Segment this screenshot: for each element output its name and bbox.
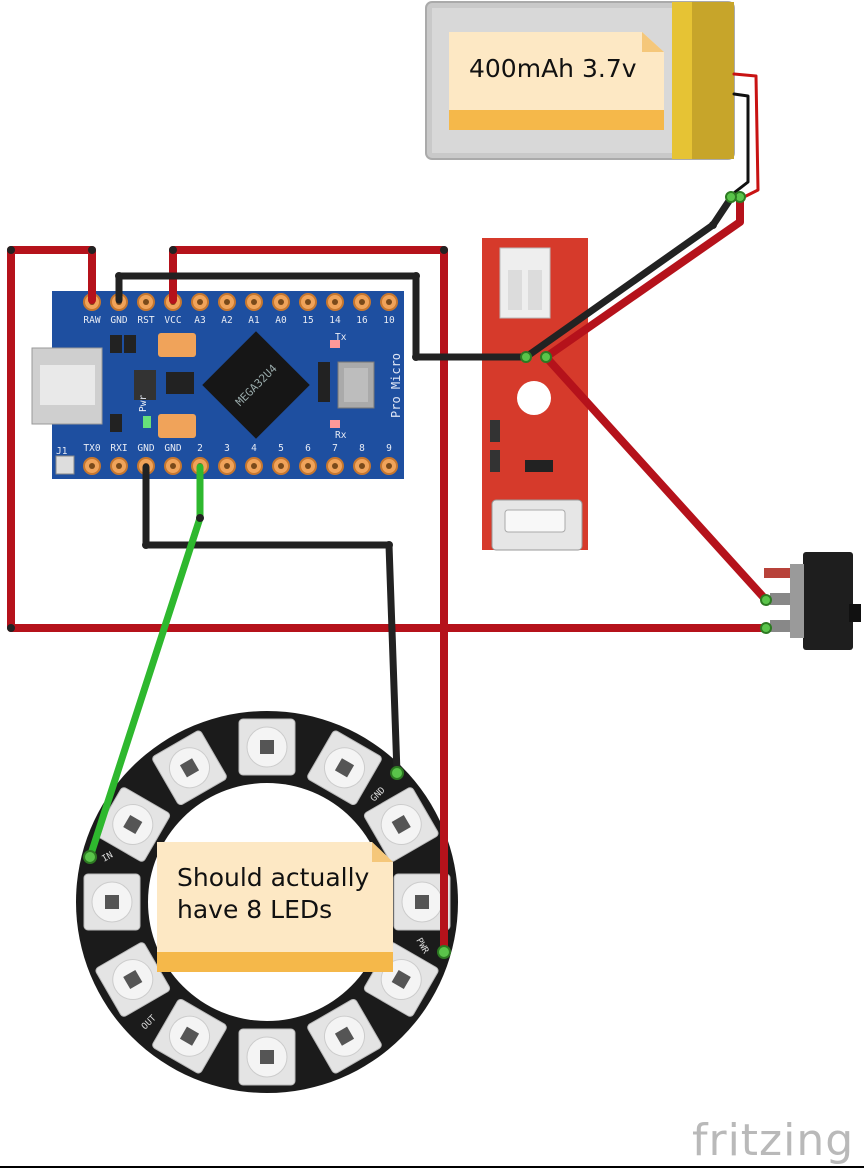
pin-hole — [224, 463, 230, 469]
pin-label: 2 — [197, 443, 203, 454]
pin-label: GND — [137, 443, 154, 454]
svg-text:Tx: Tx — [335, 332, 347, 343]
pin-label: A3 — [194, 315, 205, 326]
ring-leds — [83, 718, 451, 1086]
ring-led — [95, 787, 171, 862]
pin-label: GND — [164, 443, 181, 454]
pin-hole — [332, 463, 338, 469]
pro-micro-board[interactable]: MEGA32U4 Tx Rx Pwr J1 Pro Micro RAW GND RS… — [31, 291, 404, 479]
pin-label: A0 — [275, 315, 287, 326]
ring-led — [307, 730, 382, 806]
pin-label: VCC — [164, 315, 181, 326]
pin-label: A2 — [221, 315, 232, 326]
led-die — [391, 814, 411, 835]
pin-label: 9 — [386, 443, 392, 454]
pin-label: 4 — [251, 443, 257, 454]
pin-label: TX0 — [83, 443, 100, 454]
svg-text:Rx: Rx — [335, 430, 347, 441]
ring-led — [238, 718, 296, 776]
led-die — [334, 758, 355, 778]
pin-label: 10 — [383, 315, 395, 326]
pin-hole — [251, 463, 257, 469]
ring-led — [393, 873, 451, 931]
mcu-chip: MEGA32U4 — [202, 331, 310, 439]
pin-hole — [359, 299, 365, 305]
pin-hole — [224, 299, 230, 305]
ring-led — [307, 998, 382, 1074]
bottom-header: TX0 RXI GND GND 2 3 4 5 6 7 8 9 — [83, 443, 398, 475]
wire-red-battery[interactable] — [542, 196, 770, 604]
led-die — [415, 895, 429, 909]
pin-hole — [116, 463, 122, 469]
battery-note: 400mAh 3.7v — [449, 32, 664, 130]
ring-led — [83, 873, 141, 931]
pin-hole — [89, 463, 95, 469]
slide-switch[interactable] — [764, 552, 861, 650]
svg-text:Pwr: Pwr — [138, 395, 149, 412]
pin-hole — [332, 299, 338, 305]
pin-label: RXI — [110, 443, 127, 454]
ring-led — [152, 730, 227, 806]
pin-label: A1 — [248, 315, 260, 326]
pin-label: RST — [137, 315, 154, 326]
pin-hole — [386, 463, 392, 469]
ring-led — [152, 998, 227, 1074]
bottom-border — [0, 1166, 864, 1168]
led-die — [179, 1026, 200, 1046]
led-die — [260, 1050, 274, 1064]
battery-lead-black — [728, 92, 750, 198]
pin-hole — [197, 299, 203, 305]
pin-hole — [251, 299, 257, 305]
pin-hole — [359, 463, 365, 469]
led-die — [179, 758, 200, 778]
pin-hole — [278, 463, 284, 469]
led-die — [123, 969, 143, 990]
pin-hole — [170, 463, 176, 469]
ring-led — [238, 1028, 296, 1086]
pin-label: 15 — [302, 315, 313, 326]
pin-label: 8 — [359, 443, 365, 454]
battery-lead-red — [732, 72, 760, 200]
led-die — [334, 1026, 355, 1046]
wire-black-ring-gnd[interactable] — [142, 463, 401, 777]
pin-label: 5 — [278, 443, 284, 454]
led-die — [260, 740, 274, 754]
wires — [7, 72, 772, 959]
pin-label: 7 — [332, 443, 338, 454]
pin-label: GND — [110, 315, 127, 326]
led-die — [105, 895, 119, 909]
fritzing-logo: fritzing — [692, 1115, 854, 1166]
pin-hole — [278, 299, 284, 305]
pin-label: 6 — [305, 443, 311, 454]
ring-led — [363, 787, 439, 862]
pin-label: 3 — [224, 443, 230, 454]
pin-hole — [305, 463, 311, 469]
led-die — [391, 969, 411, 990]
pin-hole — [143, 299, 149, 305]
pin-label: RAW — [83, 315, 100, 326]
battery-label: 400mAh 3.7v — [469, 54, 637, 83]
svg-text:J1: J1 — [56, 446, 68, 457]
lipo-charger-board[interactable] — [482, 238, 588, 551]
pin-hole — [305, 299, 311, 305]
lipo-battery[interactable]: 400mAh 3.7v — [425, 1, 735, 160]
board-name: Pro Micro — [389, 353, 403, 418]
pin-label: 16 — [356, 315, 368, 326]
led-note-line1: Should actually — [177, 863, 370, 892]
led-count-note: Should actually have 8 LEDs — [157, 842, 393, 972]
ring-label-in: IN — [101, 851, 115, 865]
pin-label: 14 — [329, 315, 341, 326]
led-die — [123, 814, 143, 835]
led-note-line2: have 8 LEDs — [177, 895, 332, 924]
pin-hole — [386, 299, 392, 305]
